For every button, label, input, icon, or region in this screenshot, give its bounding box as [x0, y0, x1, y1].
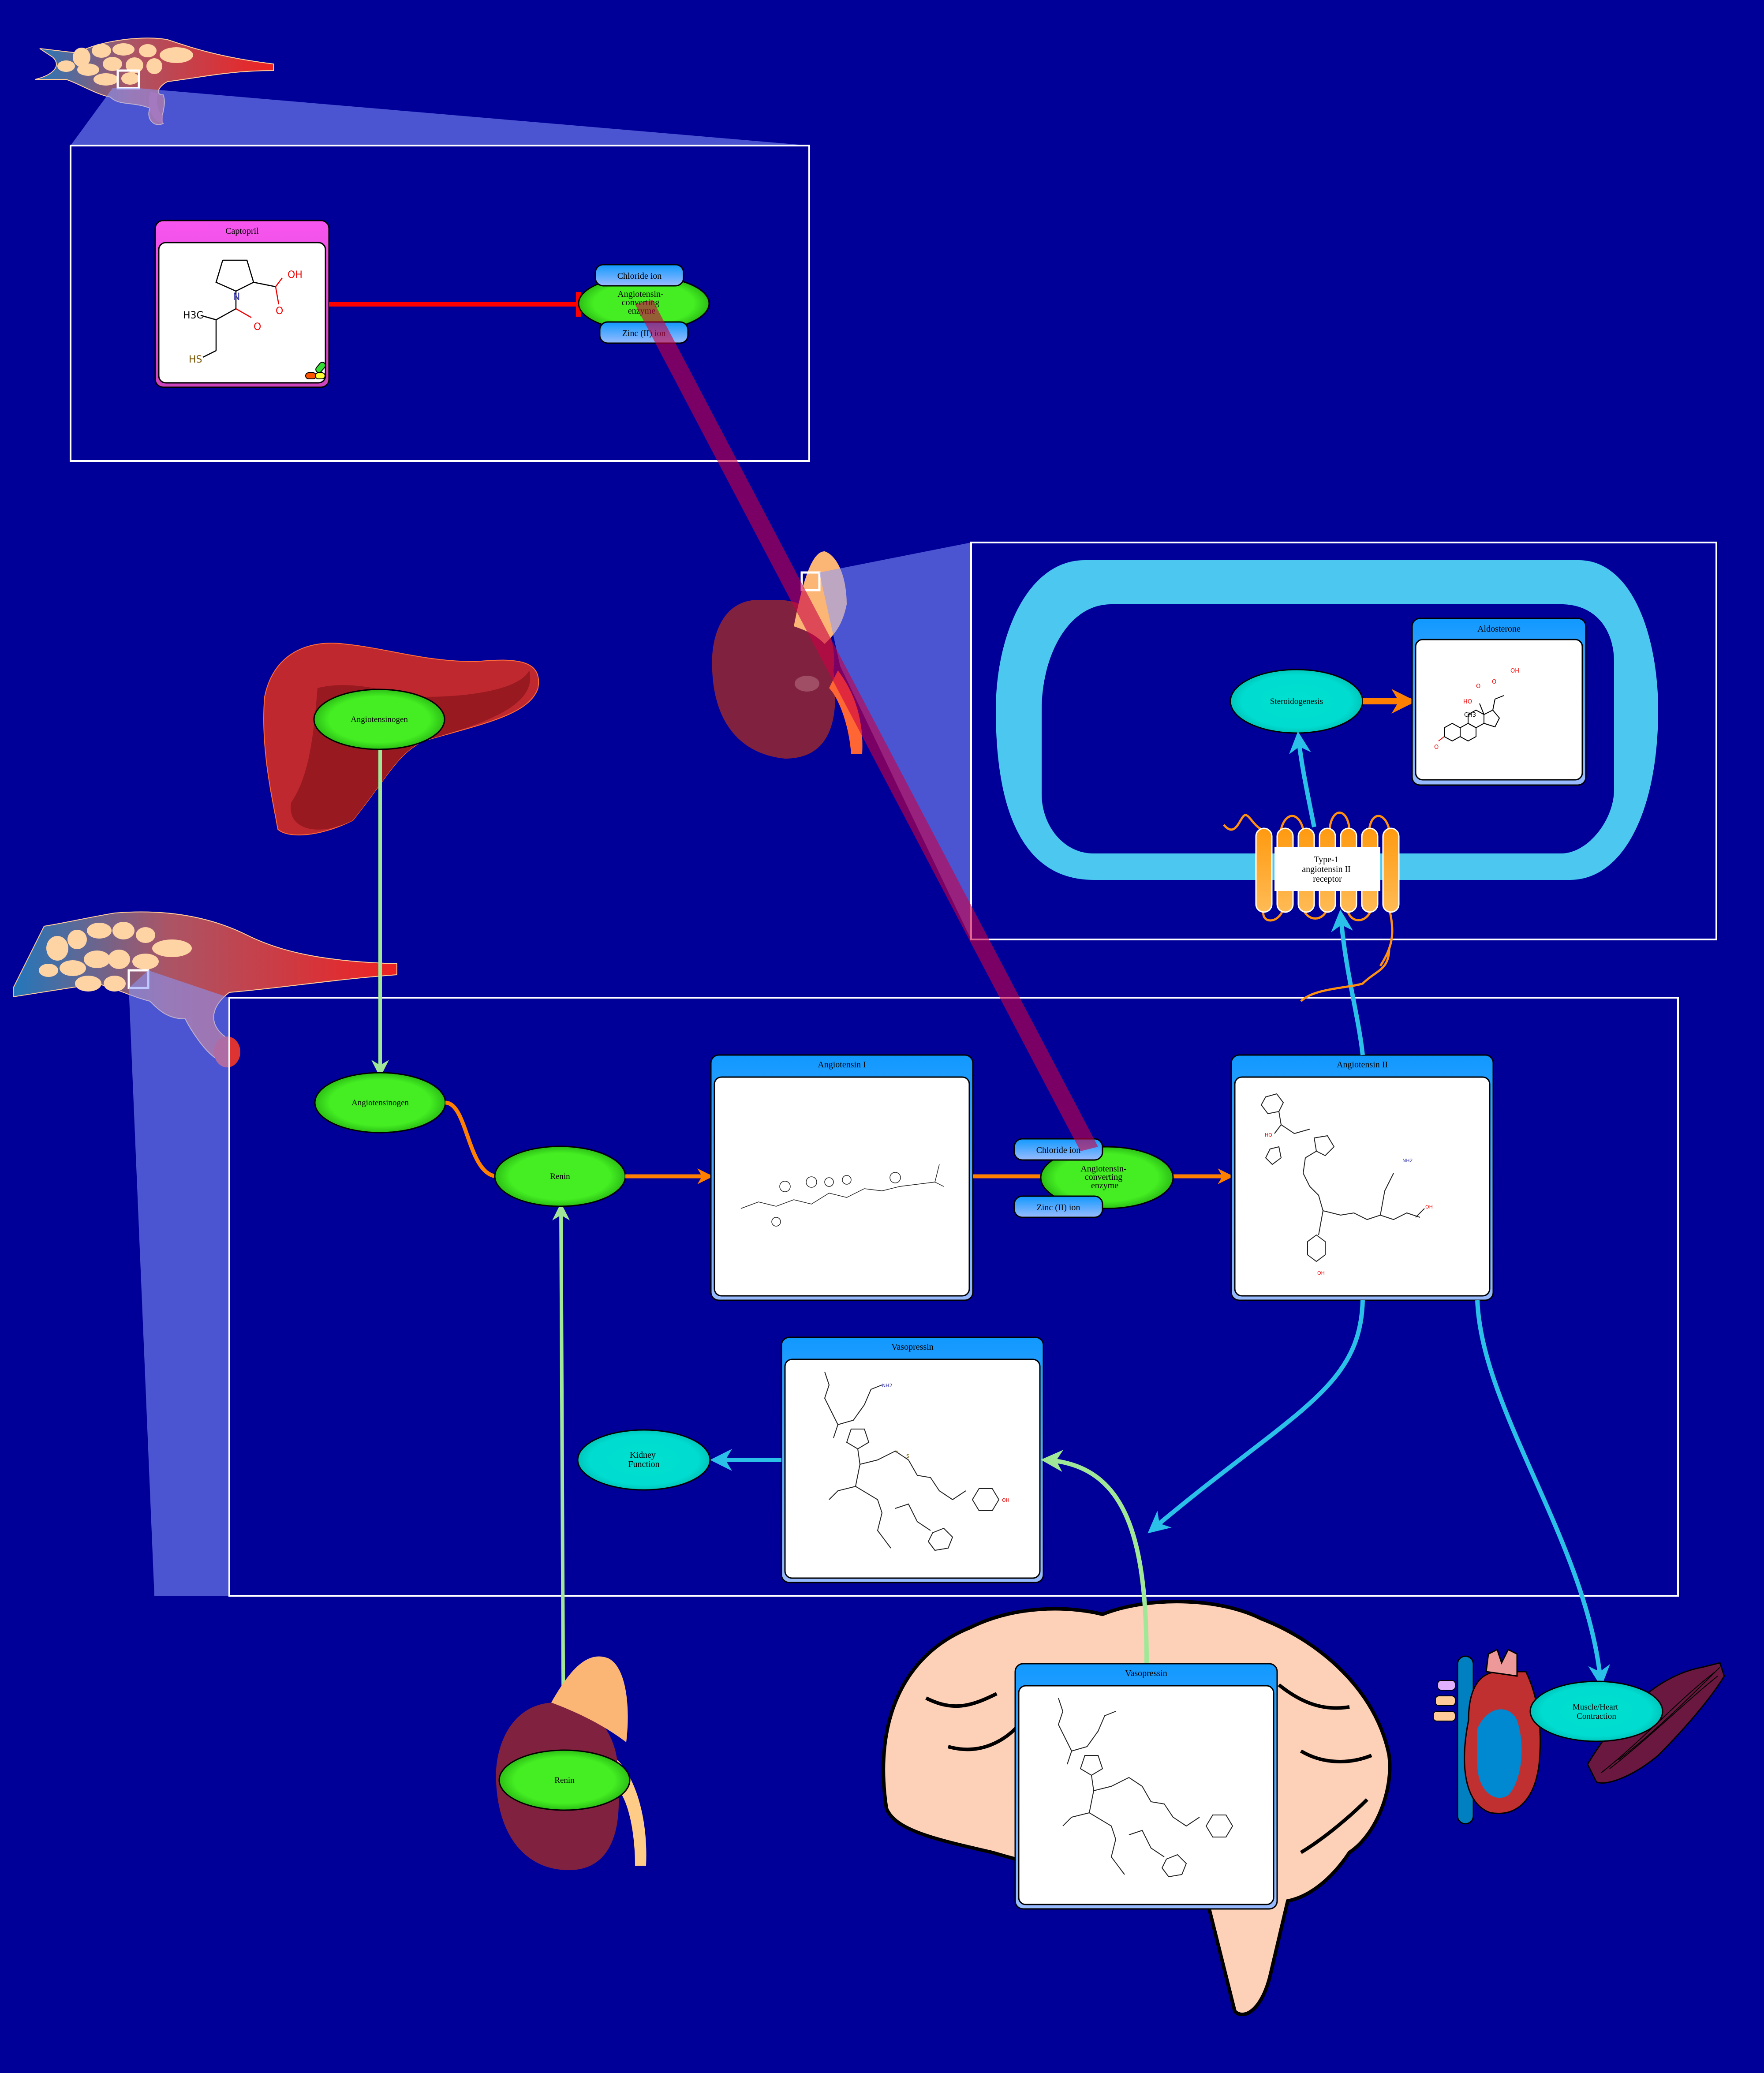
atom-label: NH2 [882, 1383, 893, 1388]
atom-label: OH [1002, 1497, 1009, 1503]
captopril-node[interactable]: Captopril OH O N H3C O HS [154, 220, 330, 388]
svg-text:Angiotensinogen: Angiotensinogen [351, 1098, 409, 1108]
atom-label: O [1492, 679, 1496, 685]
angiotensinogen-node[interactable]: Angiotensinogen [314, 1072, 446, 1134]
at1-receptor[interactable]: Type-1 angiotensin II receptor [1223, 812, 1400, 967]
muscle-heart-contraction-node[interactable]: Muscle/Heart Contraction [1529, 1680, 1663, 1742]
atom-label: S [906, 1453, 909, 1459]
edge-angiotensin2-to-muscle [1475, 1300, 1611, 1687]
zinc-ion-top[interactable]: Zinc (II) ion [599, 321, 689, 344]
brain-vasopressin-node[interactable]: Vasopressin [1014, 1663, 1278, 1910]
ace-node-main[interactable]: Angiotensin- converting enzyme Chloride … [1013, 1138, 1174, 1218]
svg-text:Angiotensin- converting: Angiotensin- converting enzyme [1080, 1164, 1129, 1190]
zoom-frame-main [228, 997, 1679, 1597]
svg-text:Angiotensin II: Angiotensin II [1337, 1060, 1388, 1070]
zoom-frame-drug-action [70, 145, 810, 462]
svg-text:Renin: Renin [550, 1172, 570, 1181]
captopril-label: Captopril [225, 226, 259, 236]
angiotensin2-structure [1260, 1093, 1425, 1262]
ace-label-line1: Angiotensin- [617, 289, 663, 299]
atom-label: NH2 [1402, 1158, 1413, 1164]
atom-label: H3C [183, 310, 203, 321]
brain-vasopressin-structure [1058, 1698, 1233, 1878]
receptor-label-line2: angiotensin II [1302, 864, 1351, 874]
atom-label: OH [288, 269, 303, 281]
muscle-heart-label-line1: Muscle/Heart [1573, 1703, 1618, 1712]
edge-angiotensin2-to-vasopressin [1147, 1300, 1365, 1534]
edge-brain-to-vasopressin [1041, 1450, 1149, 1663]
atom-label: O [254, 322, 261, 333]
atom-label: OH [1317, 1270, 1325, 1276]
kidney-function-line1: Kidney [630, 1450, 656, 1460]
muscle-heart-label-line2: Contraction [1577, 1712, 1616, 1721]
edge-receptor-to-steroidogenesis [1289, 731, 1316, 827]
svg-text:Aldosterone: Aldosterone [1477, 624, 1521, 634]
atom-label: OH [1425, 1204, 1433, 1210]
steroidogenesis-node[interactable]: Steroidogenesis [1230, 669, 1364, 734]
zoom-beam-main [129, 970, 229, 1596]
ace-main-label-line3: enzyme [1091, 1181, 1118, 1190]
atom-label: CH3 [1464, 712, 1476, 718]
receptor-label-line3: receptor [1313, 874, 1342, 884]
atom-label: O [1434, 744, 1439, 751]
svg-text:Vasopressin: Vasopressin [891, 1342, 934, 1352]
edge-kidney-to-renin [552, 1203, 570, 1758]
svg-text:Muscle/Heart Contraction: Muscle/Heart Contraction [1573, 1703, 1620, 1721]
receptor-tail [1300, 948, 1390, 1002]
edge-angiotensinogen-to-renin [445, 1100, 497, 1179]
kidney-function-line2: Function [628, 1459, 659, 1469]
atom-label: S [895, 1449, 898, 1455]
angiotensin1-structure [740, 1164, 944, 1227]
liver-angiotensinogen-node[interactable]: Angiotensinogen [313, 689, 445, 750]
vasopressin-structure [824, 1371, 1000, 1551]
svg-text:Renin: Renin [554, 1776, 575, 1785]
zoom-beam-top [71, 88, 809, 146]
aldosterone-node[interactable]: Aldosterone OH O O HO CH3 O [1411, 617, 1587, 786]
svg-text:Kidney Function: Kidney Function [628, 1450, 659, 1469]
svg-text:Angiotensinogen: Angiotensinogen [351, 715, 408, 724]
cell-membrane [996, 560, 1658, 880]
svg-text:Vasopressin: Vasopressin [1125, 1669, 1167, 1678]
drug-target-link [635, 300, 1098, 1151]
captopril-structure [200, 259, 283, 358]
capillary-bed-illustration-top [35, 37, 274, 125]
chloride-ion-top[interactable]: Chloride ion [594, 264, 684, 287]
kidney-renin-node[interactable]: Renin [498, 1749, 631, 1811]
angiotensin2-node[interactable]: Angiotensin II OH HO OH NH2 [1230, 1054, 1494, 1301]
heart-illustration [1433, 1648, 1541, 1825]
atom-label: HO [1463, 699, 1472, 705]
atom-label: OH [1510, 668, 1519, 674]
svg-text:Chloride ion: Chloride ion [617, 271, 662, 281]
ace-main-label-line1: Angiotensin- [1080, 1164, 1126, 1174]
drug-pill-icon [305, 362, 326, 379]
atom-label: HS [189, 354, 202, 365]
ace-main-label-line2: converting [1085, 1172, 1123, 1182]
angiotensin1-node[interactable]: Angiotensin I [710, 1054, 974, 1301]
edge-angiotensin2-to-receptor [1331, 909, 1365, 1055]
kidney-function-node[interactable]: Kidney Function [577, 1429, 711, 1491]
vasopressin-node[interactable]: Vasopressin OH NH2 S S [781, 1336, 1044, 1583]
receptor-label-line1: Type-1 [1314, 855, 1338, 864]
renin-node[interactable]: Renin [494, 1145, 626, 1207]
aldosterone-structure [1438, 695, 1504, 742]
capillary-bed-illustration-main [13, 911, 397, 1067]
svg-text:Steroidogenesis: Steroidogenesis [1270, 697, 1323, 706]
svg-text:Zinc (II) ion: Zinc (II) ion [1037, 1203, 1080, 1212]
atom-label: N [233, 292, 240, 303]
svg-text:Chloride ion: Chloride ion [1036, 1145, 1081, 1155]
atom-label: HO [1265, 1132, 1272, 1138]
inhibition-edge [329, 292, 581, 317]
svg-text:Angiotensin I: Angiotensin I [818, 1060, 866, 1070]
svg-text:Type-1 angiotensin II: Type-1 angiotensin II receptor [1302, 855, 1353, 884]
atom-label: O [276, 306, 283, 317]
zinc-ion-main[interactable]: Zinc (II) ion [1013, 1195, 1103, 1218]
atom-label: O [1476, 683, 1480, 690]
